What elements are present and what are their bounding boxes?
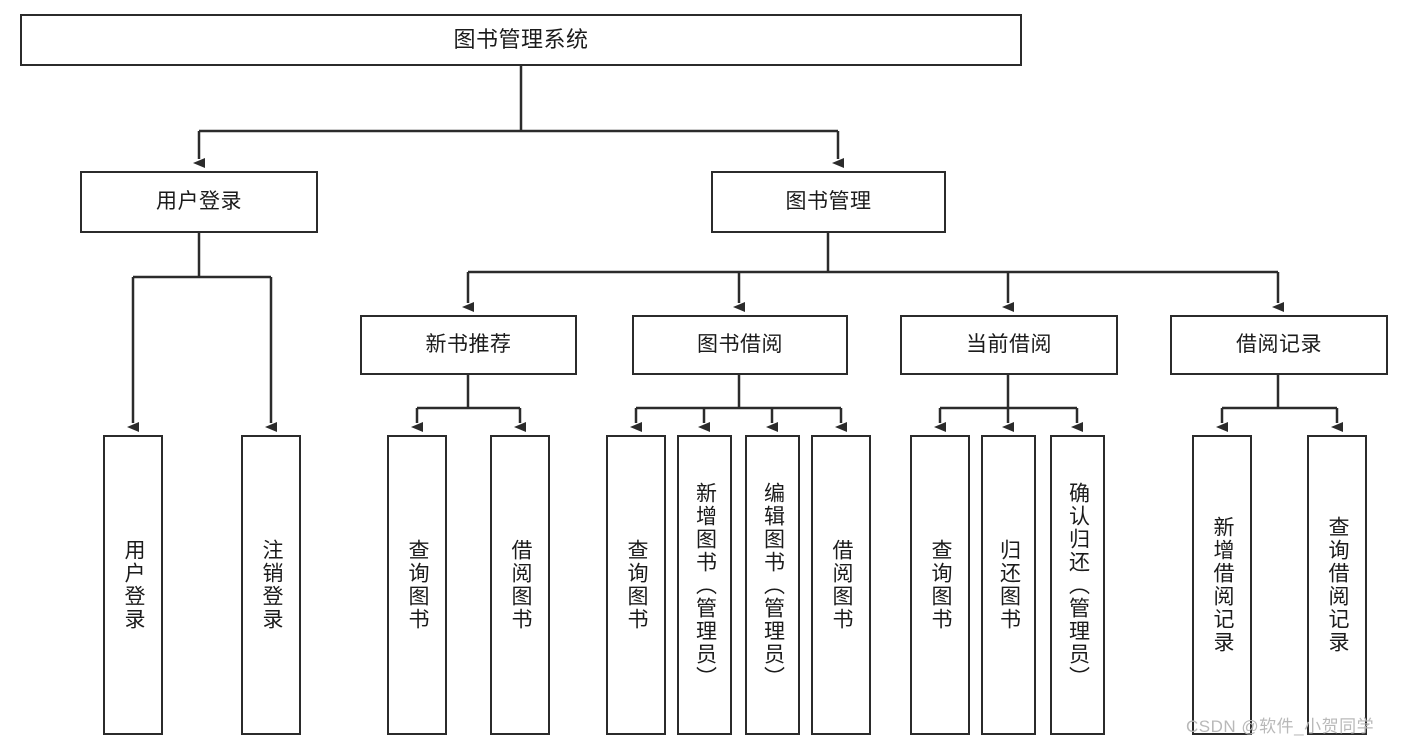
- node-label: 用户登录: [156, 189, 242, 213]
- leaf-confirm-return-admin[interactable]: 确认归还（管理员）: [1050, 435, 1105, 735]
- leaf-add-borrow-record[interactable]: 新增借阅记录: [1192, 435, 1252, 735]
- node-label: 查询借阅记录: [1326, 516, 1350, 654]
- leaf-user-login[interactable]: 用户登录: [103, 435, 163, 735]
- node-root-system[interactable]: 图书管理系统: [20, 14, 1022, 66]
- node-label: 新增借阅记录: [1211, 516, 1235, 654]
- node-user-login[interactable]: 用户登录: [80, 171, 318, 233]
- leaf-query-book-borrow[interactable]: 查询图书: [606, 435, 666, 735]
- node-label: 图书管理系统: [453, 27, 589, 53]
- node-label: 用户登录: [122, 539, 146, 631]
- leaf-borrow-book-recommend[interactable]: 借阅图书: [490, 435, 550, 735]
- leaf-query-book-current[interactable]: 查询图书: [910, 435, 970, 735]
- node-book-management[interactable]: 图书管理: [711, 171, 946, 233]
- node-current-borrow[interactable]: 当前借阅: [900, 315, 1118, 375]
- node-label: 归还图书: [997, 539, 1021, 631]
- node-new-book-recommend[interactable]: 新书推荐: [360, 315, 577, 375]
- node-label: 借阅图书: [830, 539, 854, 631]
- node-label: 图书管理: [785, 189, 872, 213]
- node-label: 新增图书（管理员）: [693, 481, 717, 689]
- node-borrow-records[interactable]: 借阅记录: [1170, 315, 1388, 375]
- node-label: 查询图书: [625, 539, 649, 631]
- node-book-borrow[interactable]: 图书借阅: [632, 315, 848, 375]
- leaf-return-book[interactable]: 归还图书: [981, 435, 1036, 735]
- node-label: 新书推荐: [425, 332, 512, 356]
- leaf-query-borrow-record[interactable]: 查询借阅记录: [1307, 435, 1367, 735]
- leaf-query-book-recommend[interactable]: 查询图书: [387, 435, 447, 735]
- node-label: 当前借阅: [966, 332, 1052, 356]
- node-label: 借阅记录: [1236, 332, 1322, 356]
- leaf-borrow-book[interactable]: 借阅图书: [811, 435, 871, 735]
- leaf-edit-book-admin[interactable]: 编辑图书（管理员）: [745, 435, 800, 735]
- node-label: 查询图书: [929, 539, 953, 631]
- node-label: 注销登录: [260, 539, 284, 631]
- node-label: 借阅图书: [509, 539, 533, 631]
- watermark: CSDN @软件_小贺同学: [1186, 717, 1375, 736]
- node-label: 查询图书: [406, 539, 430, 631]
- node-label: 图书借阅: [697, 332, 783, 356]
- node-label: 确认归还（管理员）: [1066, 481, 1090, 689]
- leaf-logout[interactable]: 注销登录: [241, 435, 301, 735]
- node-label: 编辑图书（管理员）: [761, 481, 785, 689]
- leaf-add-book-admin[interactable]: 新增图书（管理员）: [677, 435, 732, 735]
